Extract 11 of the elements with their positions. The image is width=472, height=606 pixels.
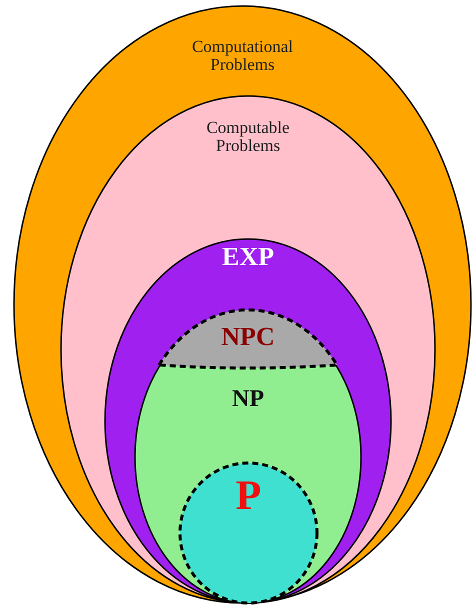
set-label: P bbox=[234, 474, 262, 518]
set-label: Computational Problems bbox=[190, 38, 294, 74]
dashed-circle bbox=[179, 462, 318, 604]
innermost-ellipse bbox=[134, 310, 362, 604]
inner-ellipse bbox=[104, 238, 392, 604]
middle-ellipse bbox=[60, 95, 436, 604]
outer-ellipse bbox=[13, 5, 472, 604]
set-label: NP bbox=[231, 387, 265, 412]
set-label: NPC bbox=[220, 323, 276, 350]
set-label: Computable Problems bbox=[205, 119, 291, 155]
set-label: EXP bbox=[221, 243, 275, 270]
